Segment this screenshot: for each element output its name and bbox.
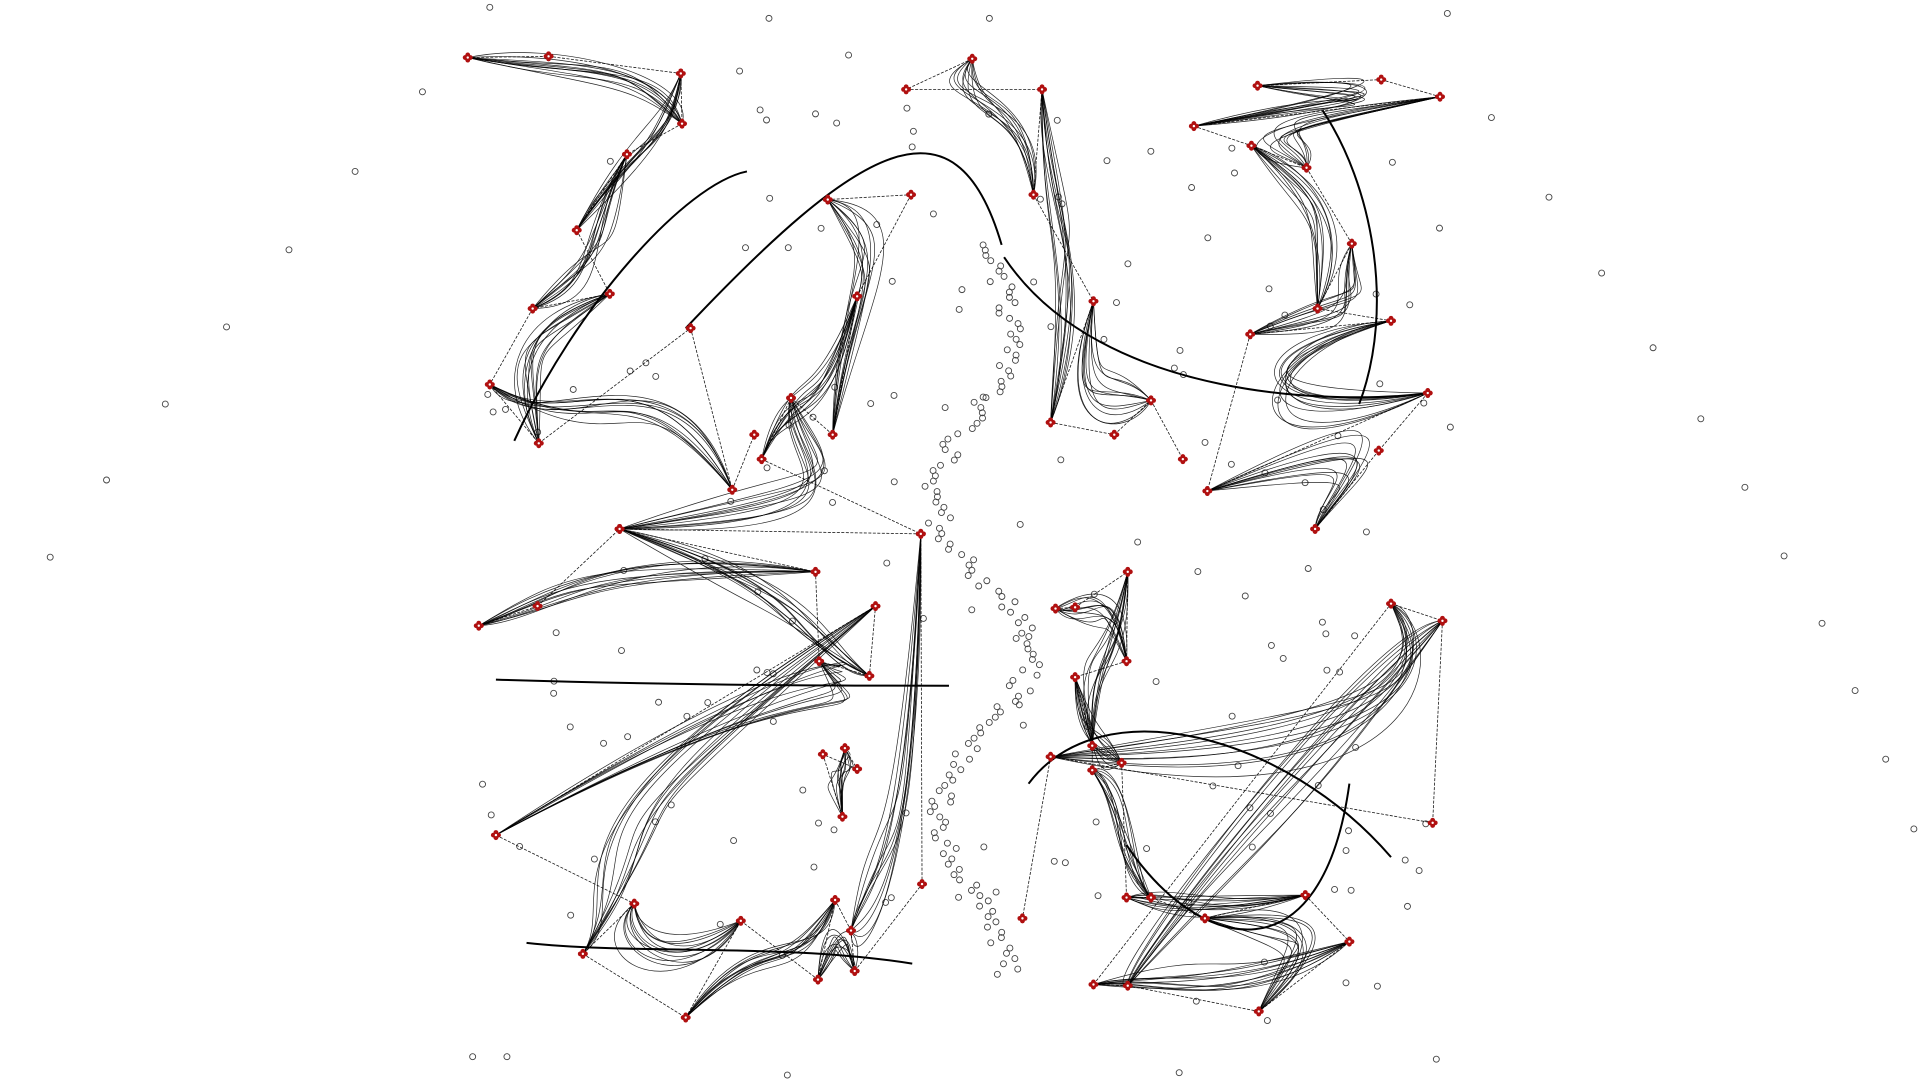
control-point-marker <box>1121 656 1132 667</box>
control-point-marker <box>1028 189 1039 200</box>
control-point-marker <box>1116 757 1127 768</box>
control-point-marker <box>735 915 746 926</box>
control-point-marker <box>915 528 926 539</box>
control-point-marker <box>786 392 797 403</box>
control-point-marker <box>906 189 917 200</box>
control-point-marker <box>967 53 978 64</box>
control-point-marker <box>749 429 760 440</box>
control-point-marker <box>685 323 696 334</box>
control-point-marker <box>1202 486 1213 497</box>
control-point-marker <box>917 879 928 890</box>
control-point-marker <box>727 484 738 495</box>
control-polygons <box>467 55 1443 1018</box>
control-point-marker <box>901 84 912 95</box>
control-point-marker <box>1252 80 1263 91</box>
scatter-points <box>46 3 1918 1079</box>
control-point-marker <box>1070 602 1081 613</box>
control-point-marker <box>1301 162 1312 173</box>
control-point-marker <box>1121 892 1132 903</box>
control-point-marker <box>604 288 615 299</box>
control-point-marker <box>830 895 841 905</box>
control-point-marker <box>1386 598 1397 609</box>
control-point-marker <box>1245 329 1256 340</box>
control-point-marker <box>614 523 625 534</box>
control-point-marker <box>817 749 828 760</box>
control-point-marker <box>1050 603 1061 614</box>
control-point-marker <box>1437 615 1448 626</box>
control-point-marker <box>756 454 767 465</box>
control-point-marker <box>543 51 554 62</box>
control-point-marker <box>1088 979 1099 990</box>
control-point-marker <box>1122 980 1133 991</box>
control-point-marker <box>1188 121 1199 132</box>
control-point-marker <box>814 656 825 667</box>
control-point-marker <box>1045 751 1056 762</box>
control-point-marker <box>680 1012 691 1023</box>
control-point-marker <box>1246 140 1257 151</box>
control-point-marker <box>1146 395 1157 406</box>
control-point-marker <box>837 811 848 822</box>
control-point-marker <box>1310 523 1321 534</box>
control-point-marker <box>812 974 823 985</box>
control-point-marker <box>1376 74 1387 85</box>
control-point-marker <box>490 830 501 841</box>
control-point-marker <box>1037 84 1048 95</box>
control-point-marker <box>473 620 484 631</box>
control-point-marker <box>462 52 473 63</box>
control-point-marker <box>577 948 588 959</box>
control-point-marker <box>827 429 838 440</box>
control-point-marker <box>1017 913 1028 924</box>
control-point-marker <box>571 225 582 236</box>
control-point-marker <box>1422 388 1433 399</box>
control-point-marker <box>675 68 686 79</box>
control-point-marker <box>1199 913 1210 924</box>
control-point-marker <box>484 379 495 390</box>
control-point-marker <box>846 925 857 936</box>
control-point-marker <box>533 438 544 449</box>
control-point-marker <box>1346 238 1357 249</box>
control-point-marker <box>849 966 860 977</box>
control-point-marker <box>1344 936 1355 947</box>
control-point-markers <box>462 51 1448 1023</box>
control-point-marker <box>527 303 538 314</box>
control-point-marker <box>1087 765 1098 776</box>
control-point-marker <box>1146 892 1157 903</box>
control-point-marker <box>1253 1006 1264 1017</box>
control-point-marker <box>1122 566 1133 577</box>
control-point-marker <box>1312 303 1323 314</box>
control-point-marker <box>1427 817 1438 828</box>
control-point-marker <box>1087 740 1098 751</box>
control-point-marker <box>1177 454 1188 465</box>
control-point-marker <box>677 118 688 129</box>
control-point-marker <box>1386 315 1397 326</box>
control-point-marker <box>1300 890 1311 901</box>
control-point-marker <box>1109 429 1120 440</box>
control-point-marker <box>810 566 821 577</box>
control-point-marker <box>1373 445 1384 456</box>
control-point-marker <box>870 601 881 612</box>
control-point-marker <box>1435 91 1445 102</box>
control-point-marker <box>852 763 863 774</box>
control-point-marker <box>1088 296 1099 307</box>
curve-families <box>467 52 1443 1018</box>
control-point-marker <box>822 194 833 205</box>
control-point-marker <box>1045 417 1056 428</box>
control-point-marker <box>621 149 632 160</box>
control-point-marker <box>839 743 850 754</box>
control-point-marker <box>532 601 543 612</box>
control-point-marker <box>864 670 875 681</box>
control-point-marker <box>852 291 863 302</box>
control-point-marker <box>629 898 640 909</box>
control-point-marker <box>1070 672 1081 683</box>
